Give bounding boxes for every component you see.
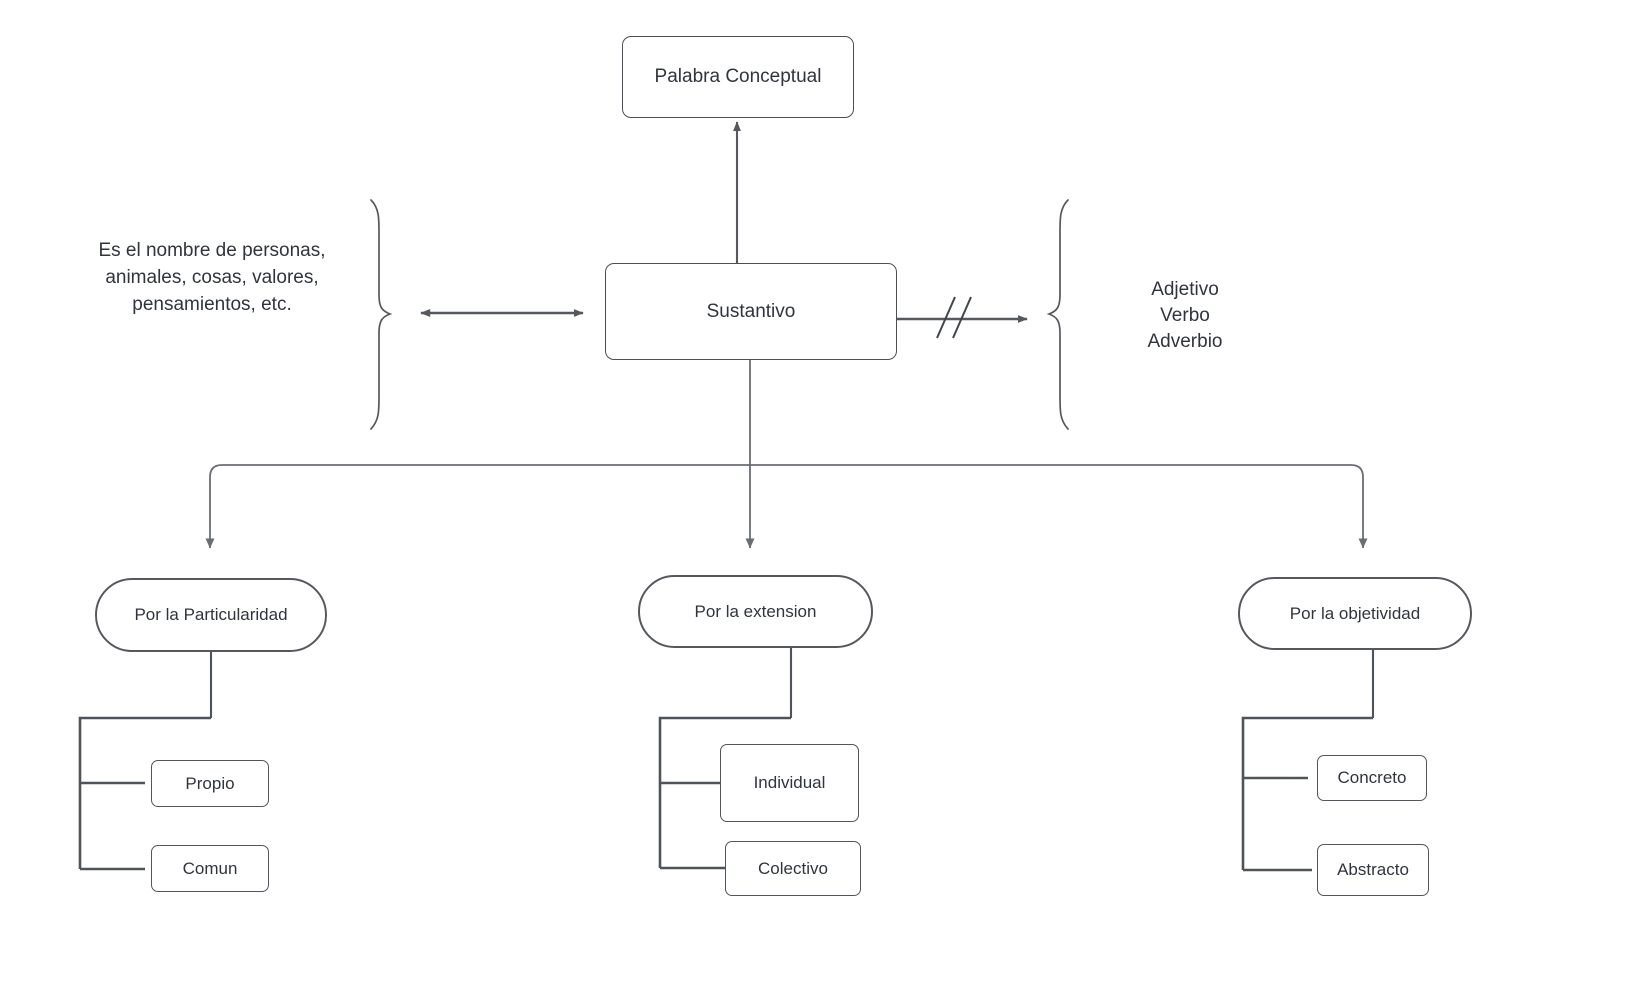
- node-sustantivo[interactable]: Sustantivo: [605, 263, 897, 360]
- definition-line-3: pensamientos, etc.: [132, 293, 292, 315]
- excluded-line-adjetivo: Adjetivo: [1151, 279, 1219, 300]
- node-individual[interactable]: Individual: [720, 744, 859, 822]
- node-sustantivo-label: Sustantivo: [706, 300, 796, 322]
- node-concreto-label: Concreto: [1337, 768, 1407, 787]
- connector-bus-left: [205, 464, 750, 549]
- node-por-la-particularidad[interactable]: Por la Particularidad: [95, 578, 327, 652]
- node-individual-label: Individual: [753, 773, 826, 792]
- node-por-la-objetividad[interactable]: Por la objetividad: [1238, 577, 1472, 650]
- connector-particularidad-bracket: [78, 716, 211, 869]
- negation-slash-1: [936, 296, 956, 339]
- node-abstracto-label: Abstracto: [1337, 860, 1409, 879]
- node-por-la-objetividad-label: Por la objetividad: [1289, 603, 1421, 623]
- negation-slash-2: [952, 296, 972, 339]
- node-por-la-extension-label: Por la extension: [694, 601, 817, 621]
- definition-text: Es el nombre de personas, animales, cosa…: [62, 238, 362, 319]
- node-propio-label: Propio: [185, 773, 235, 793]
- connector-objetividad-bracket: [1241, 716, 1373, 870]
- excluded-word-classes: Adjetivo Verbo Adverbio: [1085, 277, 1285, 356]
- node-comun-label: Comun: [182, 858, 238, 878]
- node-palabra-conceptual-label: Palabra Conceptual: [654, 66, 822, 87]
- node-propio[interactable]: Propio: [151, 760, 269, 807]
- connector-extension-bracket: [658, 716, 791, 868]
- node-por-la-extension[interactable]: Por la extension: [638, 575, 873, 648]
- definition-line-1: Es el nombre de personas,: [98, 240, 326, 261]
- node-colectivo-label: Colectivo: [758, 858, 828, 878]
- node-por-la-particularidad-label: Por la Particularidad: [134, 605, 288, 624]
- node-concreto[interactable]: Concreto: [1317, 755, 1427, 801]
- node-palabra-conceptual[interactable]: Palabra Conceptual: [622, 36, 854, 118]
- right-brace: [1046, 199, 1069, 430]
- node-comun[interactable]: Comun: [151, 845, 269, 892]
- node-colectivo[interactable]: Colectivo: [725, 841, 861, 896]
- connector-bus-right: [750, 464, 1368, 549]
- node-abstracto[interactable]: Abstracto: [1317, 844, 1429, 896]
- definition-line-2: animales, cosas, valores,: [105, 266, 319, 288]
- left-brace: [370, 199, 393, 430]
- excluded-line-adverbio: Adverbio: [1147, 331, 1223, 353]
- excluded-line-verbo: Verbo: [1160, 305, 1210, 327]
